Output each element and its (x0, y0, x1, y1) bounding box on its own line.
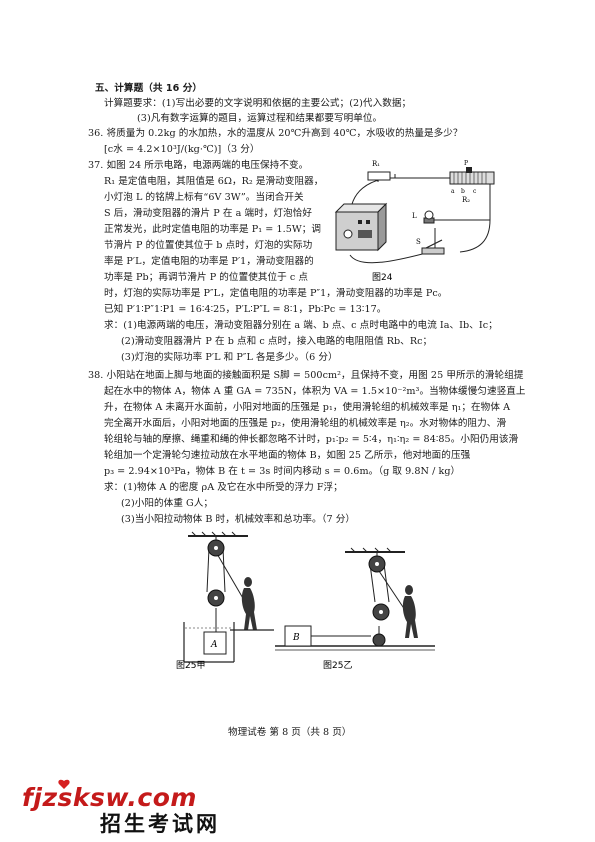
q38-line-1: 38. 小阳站在地面上脚与地面的接触面积是 S脚 = 500cm²，且保持不变，… (88, 370, 524, 381)
point-a-label: a (451, 188, 455, 195)
block-b-label: B (292, 633, 300, 643)
switch-label: S (416, 238, 421, 246)
person-figure-2 (402, 585, 418, 638)
q37-line-7: 率是 P′L，定值电阻的功率是 P′1，滑动变阻器的 (104, 256, 314, 267)
point-b-label: b (461, 188, 465, 195)
heart-icon (58, 779, 70, 789)
q38-line-4: 完全离开水面后，小阳对地面的压强是 p₂，使用滑轮组的机械效率是 η₂。水对物体… (104, 418, 507, 429)
q38-line-3: 升，在物体 A 未离开水面前，小阳对地面的压强是 p₁，使用滑轮组的机械效率是 … (104, 402, 511, 413)
watermark-site-logo: fjzsksw.com (22, 783, 197, 812)
rheostat-slider (466, 167, 472, 173)
switch (421, 239, 445, 255)
figure-25b-pulley-ground: B 图25乙 (275, 547, 435, 671)
section-heading: 五、计算题（共 16 分） (95, 83, 203, 94)
figure-25a-caption: 图25甲 (176, 660, 205, 671)
q37-line-10: 已知 P′1∶P″1∶P1 = 16∶4∶25，P′L∶P″L = 8∶1，Pb… (104, 304, 387, 315)
q36-text: 36. 将质量为 0.2kg 的水加热，水的温度从 20℃升高到 40℃，水吸收… (88, 128, 463, 139)
r2-rheostat (449, 171, 495, 185)
q37-line-1: 37. 如图 24 所示电路，电源两端的电压保持不变。 (88, 160, 309, 171)
q38-line-5: 轮组轮与轴的摩擦、绳重和绳的伸长都忽略不计时，p₁∶p₂ = 5∶4，η₁∶η₂… (104, 434, 519, 445)
figure-25a-pulley-water: A 图25甲 (176, 531, 274, 671)
person-figure (241, 577, 257, 630)
power-supply (334, 202, 388, 252)
q38-line-10: (3)当小阳拉动物体 B 时，机械效率和总功率。（7 分） (121, 514, 356, 525)
q37-line-3: 小灯泡 L 的铭牌上标有“6V 3W”。当闭合开关 (104, 192, 304, 203)
section-requirement-line-1: 计算题要求：(1)写出必要的文字说明和依据的主要公式；(2)代入数据； (104, 98, 412, 109)
r1-resistor (367, 171, 391, 181)
figure-24-circuit: R₁ P a b c R₂ L (334, 160, 495, 283)
q37-line-9: 时，灯泡的实际功率是 P″L，定值电阻的功率是 P″1，滑动变阻器的功率是 Pc… (104, 288, 448, 299)
q37-line-4: S 后，滑动变阻器的滑片 P 在 a 端时，灯泡恰好 (104, 208, 312, 219)
section-requirement-line-2: (3)凡有数字运算的题目，运算过程和结果都要写明单位。 (137, 113, 383, 124)
q38-line-8: 求：(1)物体 A 的密度 ρA 及它在水中所受的浮力 F浮； (104, 482, 343, 493)
q38-line-7: p₃ = 2.94×10³Pa，物体 B 在 t = 3s 时间内移动 s = … (104, 466, 461, 477)
q37-line-12: (2)滑动变阻器滑片 P 在 b 点和 c 点时，接入电路的电阻阻值 Rb、Rc… (121, 336, 433, 347)
r2-label: R₂ (462, 196, 470, 204)
q37-line-11: 求：(1)电源两端的电压，滑动变阻器分别在 a 端、b 点、c 点时电路中的电流… (104, 320, 498, 331)
block-a-label: A (210, 640, 218, 650)
page-footer: 物理试卷 第 8 页（共 8 页） (228, 727, 352, 738)
lamp-label: L (412, 212, 417, 220)
watermark-slogan: 招生考试网 (100, 811, 220, 836)
q37-line-2: R₁ 是定值电阻，其阻值是 6Ω，R₂ 是滑动变阻器， (104, 176, 324, 187)
point-c-label: c (473, 188, 477, 195)
block-a (203, 631, 227, 655)
q36-constant: [c水 = 4.2×10³J/(kg·℃)]（3 分） (104, 144, 260, 155)
q38-line-6: 轮组加一个定滑轮匀速拉动放在水平地面的物体 B，如图 25 乙所示，他对地面的压… (104, 450, 471, 461)
slider-label: P (464, 160, 468, 167)
figure-25b-caption: 图25乙 (323, 660, 352, 671)
q38-line-2: 起在水中的物体 A，物体 A 重 GA = 735N，体积为 VA = 1.5×… (104, 386, 526, 397)
lamp (423, 210, 435, 224)
q37-line-5: 正常发光，此时定值电阻的功率是 P₁ = 1.5W；调 (104, 224, 322, 235)
q37-line-8: 功率是 Pb；再调节滑片 P 的位置使其位于 c 点 (104, 272, 309, 283)
q37-line-13: (3)灯泡的实际功率 P′L 和 P″L 各是多少。（6 分） (121, 352, 338, 363)
figure-24-caption: 图24 (372, 272, 393, 283)
r1-label: R₁ (372, 160, 380, 168)
q37-line-6: 节滑片 P 的位置使其位于 b 点时，灯泡的实际功 (104, 240, 313, 251)
q38-line-9: (2)小阳的体重 G人； (121, 498, 214, 509)
block-b (284, 625, 312, 647)
